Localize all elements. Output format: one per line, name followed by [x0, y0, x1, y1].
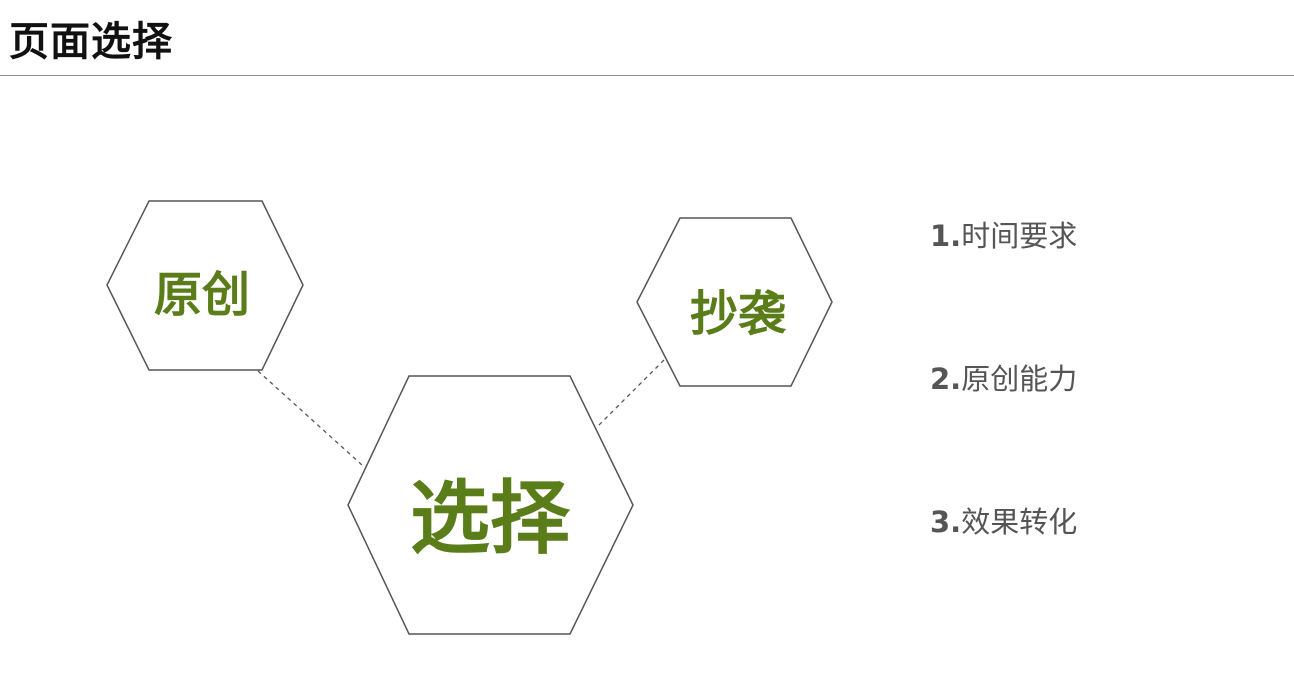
point-text: 时间要求	[961, 219, 1078, 253]
connector-original-to-choose	[257, 370, 363, 466]
hexagon-choose	[347, 375, 634, 635]
hexagon-copy-label: 抄袭	[690, 286, 787, 342]
list-item: 3.效果转化	[930, 496, 1077, 548]
point-number: 3.	[930, 505, 962, 539]
point-number: 2.	[930, 362, 962, 396]
point-number: 1.	[930, 219, 962, 253]
list-item: 1.时间要求	[930, 210, 1077, 262]
points-list: 1.时间要求 2.原创能力 3.效果转化	[930, 210, 1077, 639]
point-text: 效果转化	[961, 505, 1078, 539]
hexagon-original-label: 原创	[154, 267, 250, 323]
page-title: 页面选择	[9, 19, 173, 65]
connector-copy-to-choose	[593, 359, 665, 431]
hexagon-choose-label: 选择	[410, 472, 571, 565]
hexagon-copy	[636, 217, 833, 387]
point-text: 原创能力	[961, 362, 1078, 396]
title-divider	[0, 75, 1294, 76]
hexagon-original	[106, 200, 304, 371]
list-item: 2.原创能力	[930, 353, 1077, 405]
